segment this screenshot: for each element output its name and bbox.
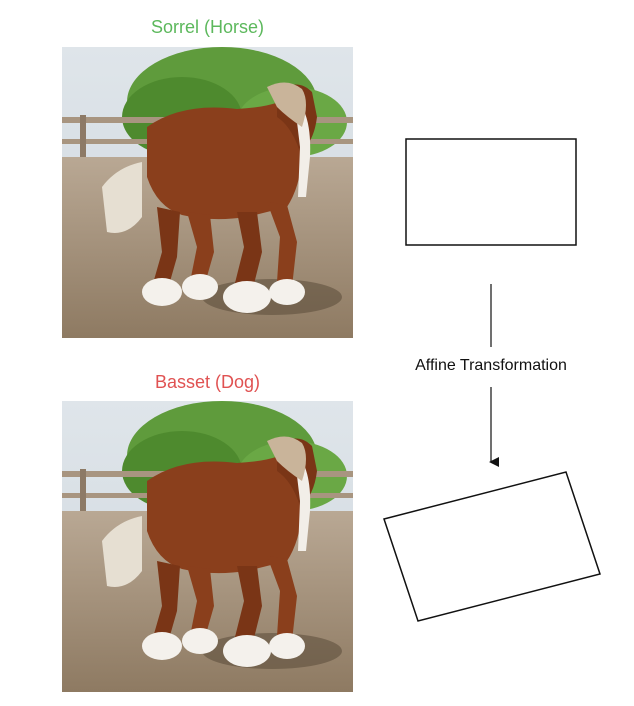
transform-label: Affine Transformation — [415, 357, 567, 374]
original-rectangle — [405, 138, 577, 246]
top-image-label: Sorrel (Horse) — [150, 17, 265, 37]
horse-photo-perturbed — [62, 401, 353, 692]
horse-photo-original — [62, 47, 353, 338]
transformed-parallelogram — [383, 471, 601, 622]
bottom-image-label: Basset (Dog) — [154, 372, 261, 392]
